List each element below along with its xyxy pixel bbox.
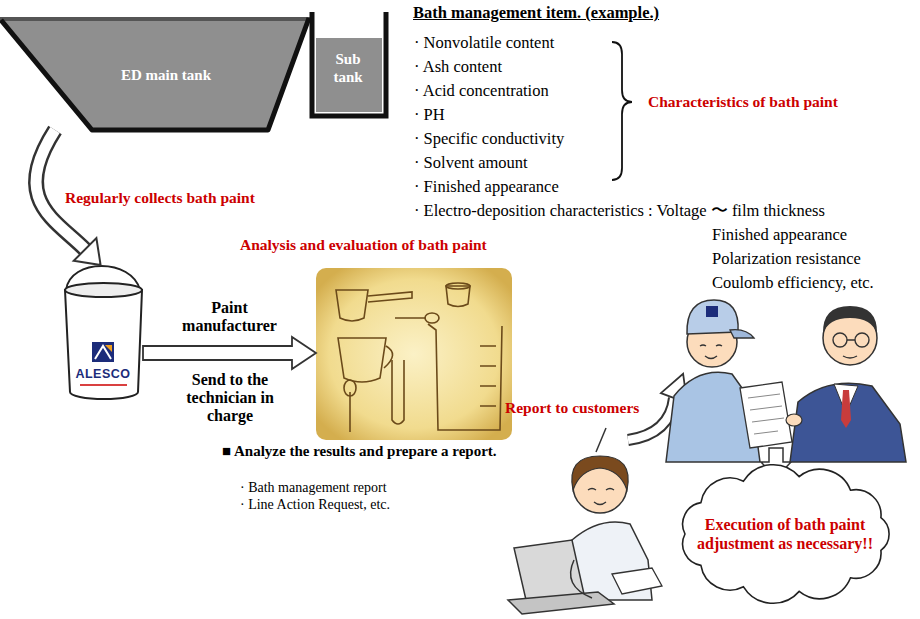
analysis-sheet: Analysis and evaluation of bath paint [316,268,512,440]
customer-face [843,340,857,358]
customer-body [790,383,906,462]
text-label: · Acid concentration [414,81,549,101]
node-text: ED main tank [121,67,211,84]
text-label: · Specific conductivity [414,129,564,149]
customer-tie [841,390,851,428]
customer-glasses [833,333,847,347]
text-label: Report to customers [505,399,639,417]
logo-accent [105,345,112,352]
worker-cap-logo [706,306,718,317]
bucket-rim [65,283,142,297]
edge-label: Paint manufacturer [170,299,290,335]
sketch-spoon [350,318,426,432]
text-label: · Ash content [414,57,502,77]
typist-hair [572,456,628,490]
text-label: Send to the technician in charge [170,371,290,425]
sketch-measuring-cup [338,338,393,382]
laptop-lid [514,540,584,600]
text-label: Coulomb efficiency, etc. [712,273,874,293]
text-label: Polarization resistance [712,249,861,269]
report-paper-lines [748,394,784,434]
adjustment-cloud: Execution of bath paint adjustment as ne… [672,463,898,605]
tank-rim [0,17,312,21]
laptop-base [508,592,614,614]
text-label: Finished appearance [712,225,847,245]
sketch-spoon-bowl [344,380,356,396]
text-label: · PH [414,105,445,125]
sketch-beaker [428,324,502,430]
text-label: · Electro-deposition characteristics : V… [414,201,825,221]
sketch-cup-top [446,283,470,289]
customer-hand [786,414,802,426]
characteristics-brace [612,42,632,180]
report-paper [740,382,792,448]
logo-underline [80,384,127,386]
cloud-outline [672,463,898,605]
sketch-cup [336,290,412,321]
parchment [316,268,512,440]
worker-face [700,345,722,359]
text-label: · Nonvolatile content [414,33,554,53]
flow-arrow [143,337,316,369]
customer-hair [823,306,877,334]
customer-glasses [855,333,869,347]
main-tank-wall [1,18,309,130]
bucket-body [65,290,142,399]
node-text: ALESCO [63,367,143,382]
desk-paper [612,568,662,594]
worker-cap-brim [730,330,754,338]
hollow-arrow [143,337,316,369]
logo-mark [95,346,111,359]
text-label: · Line Action Request, etc. [240,496,390,513]
paint-bucket: ALESCO [63,265,143,402]
sub-tank: Sub tank [314,38,382,112]
arrow-head [74,238,101,265]
report-arrow-tail [596,428,606,452]
edge-label: Regularly collects bath paint [65,189,255,207]
typist-face [588,489,614,505]
sub-tank-body [316,38,382,112]
sketch-spoon-bowl [425,313,439,323]
logo-square [92,342,114,362]
diagram-title: Bath management item. (example.) [413,3,659,23]
worker-cap [687,300,738,334]
sketch-vial [392,360,404,424]
typist-arm [571,560,592,598]
cloud-shape [683,465,889,604]
node-text: Sub tank [326,50,370,86]
text-label: · Solvent amount [414,153,528,173]
node-text: Execution of bath paint adjustment as ne… [696,515,874,553]
text-label: Characteristics of bath paint [648,93,838,111]
main-tank: ED main tank [0,20,308,130]
text-label: · Finished appearance [414,177,559,197]
sub-tank-wall [312,12,386,116]
text-label: · Bath management report [240,479,387,496]
node-text: Analysis and evaluation of bath paint [240,236,487,254]
text-label: ■ Analyze the results and prepare a repo… [222,442,497,460]
